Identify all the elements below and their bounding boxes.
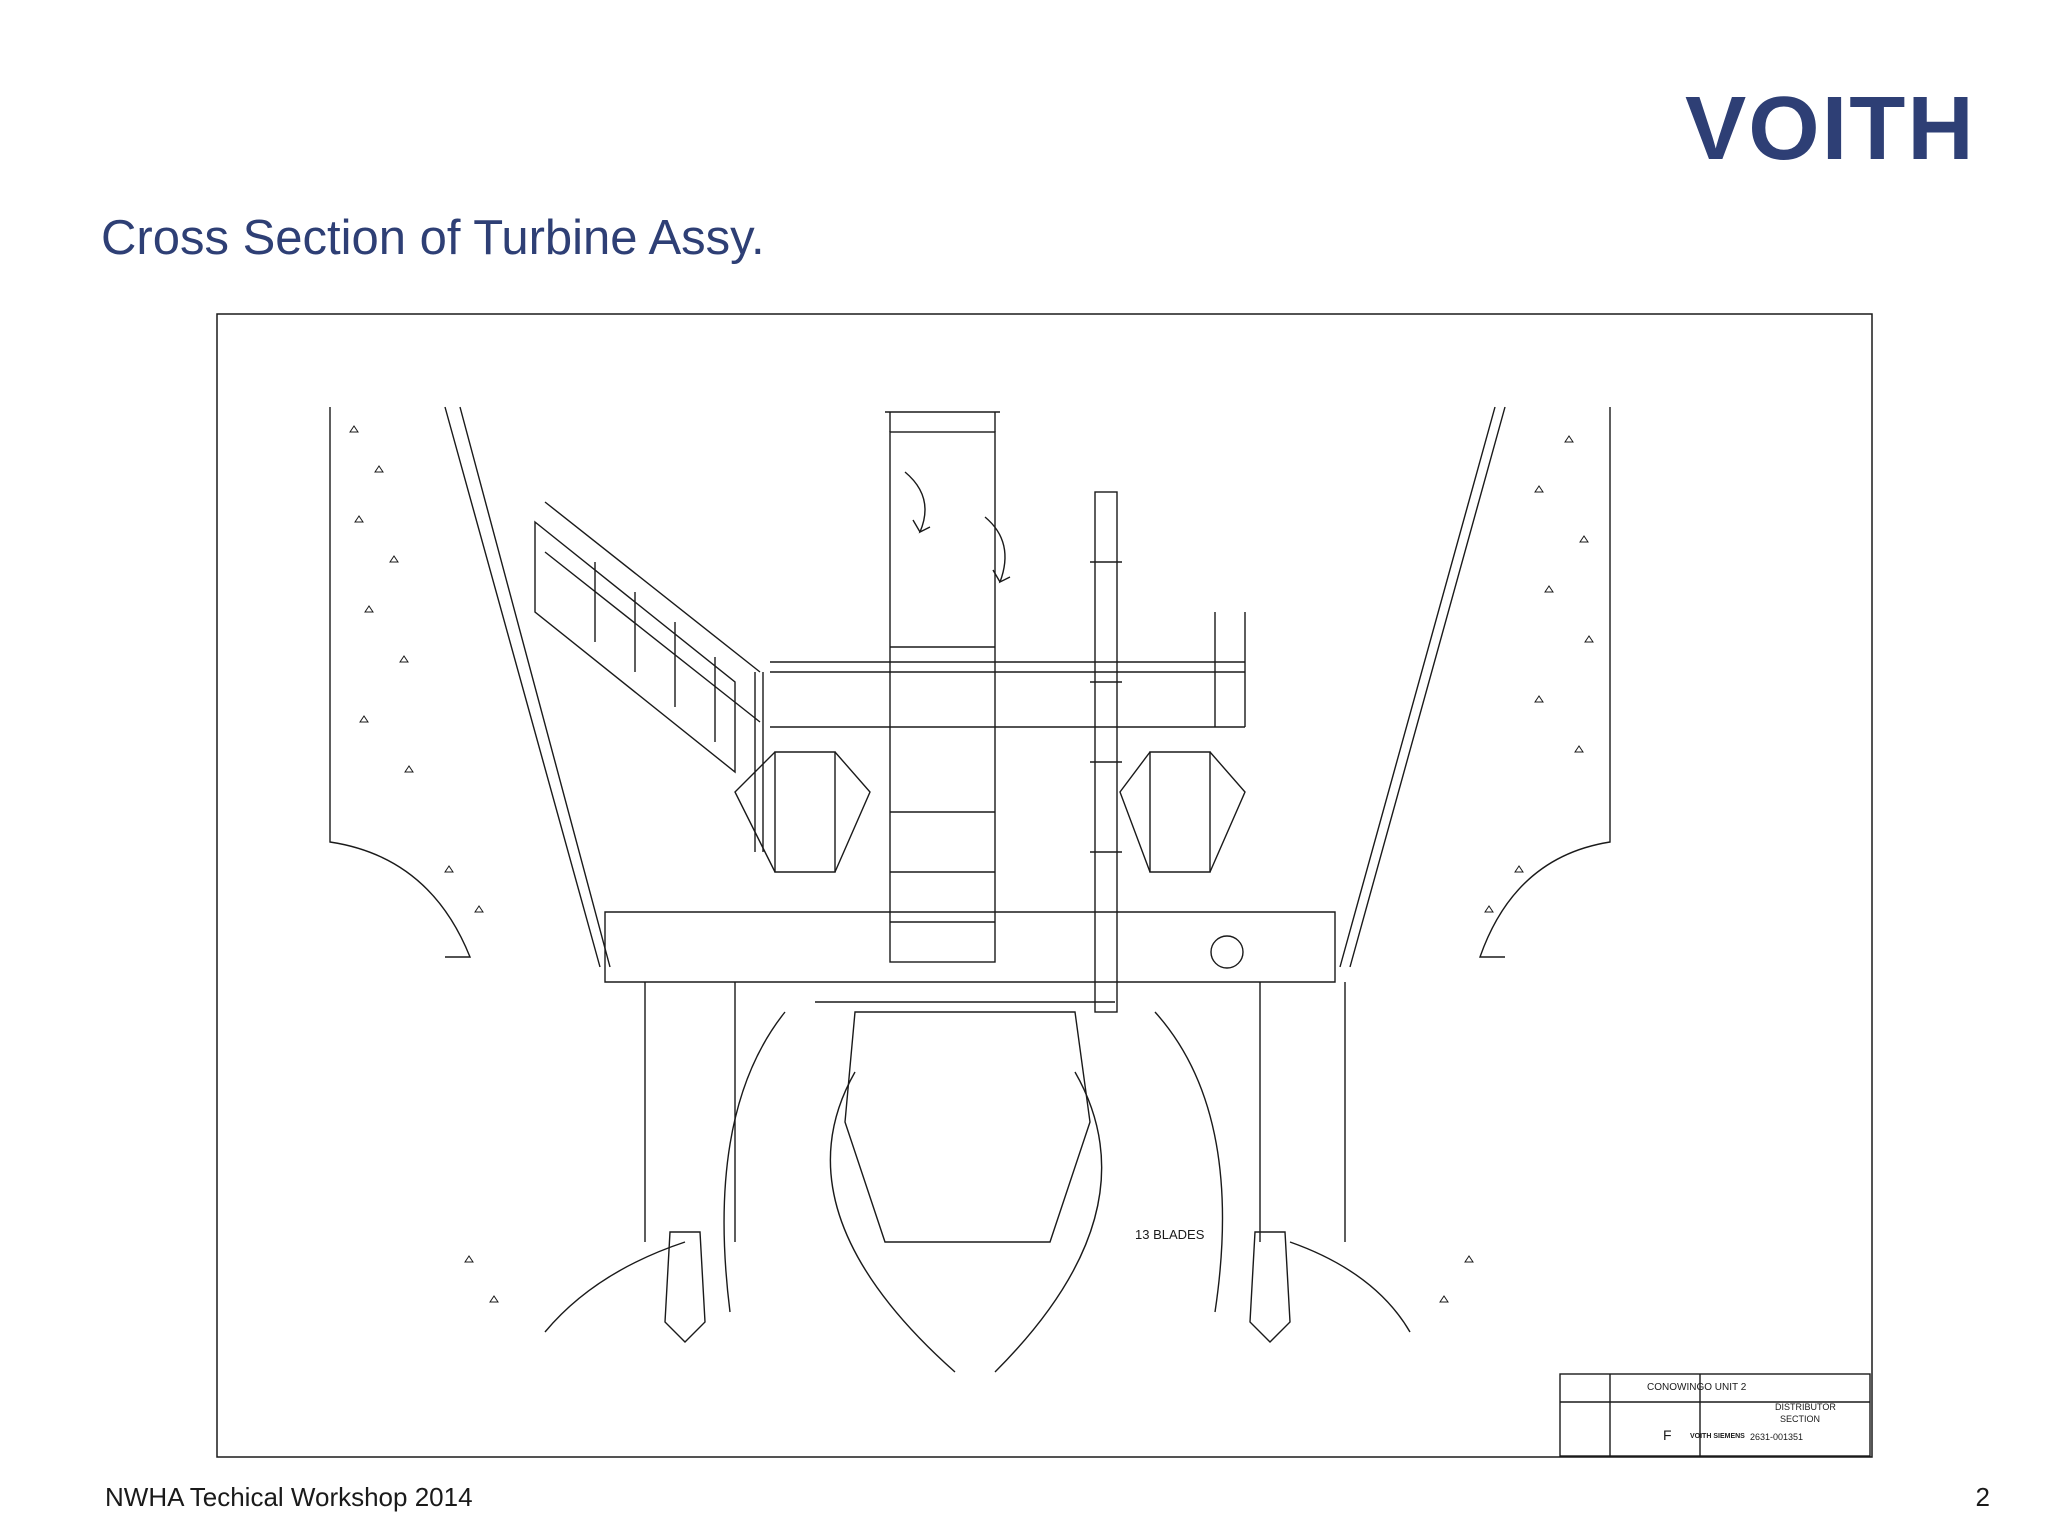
turbine-cross-section-drawing: 13 BLADES CONOWINGO UNIT 2 DISTRIBUTOR S… [216,313,1873,1458]
title-block-revision: F [1663,1427,1672,1443]
title-block-company: VOITH SIEMENS [1690,1433,1745,1440]
voith-logo: VOITH [1685,79,1976,179]
page-number: 2 [1975,1482,1990,1512]
title-block-sheet-line1: DISTRIBUTOR [1775,1402,1836,1412]
title-block-drawing-number: 2631-001351 [1750,1432,1803,1442]
blades-label: 13 BLADES [1135,1227,1205,1242]
title-block-sheet-line2: SECTION [1780,1414,1820,1424]
title-block-project: CONOWINGO UNIT 2 [1647,1382,1747,1393]
slide-title: Cross Section of Turbine Assy. [101,211,765,265]
footer-event: NWHA Techical Workshop 2014 [105,1482,473,1512]
